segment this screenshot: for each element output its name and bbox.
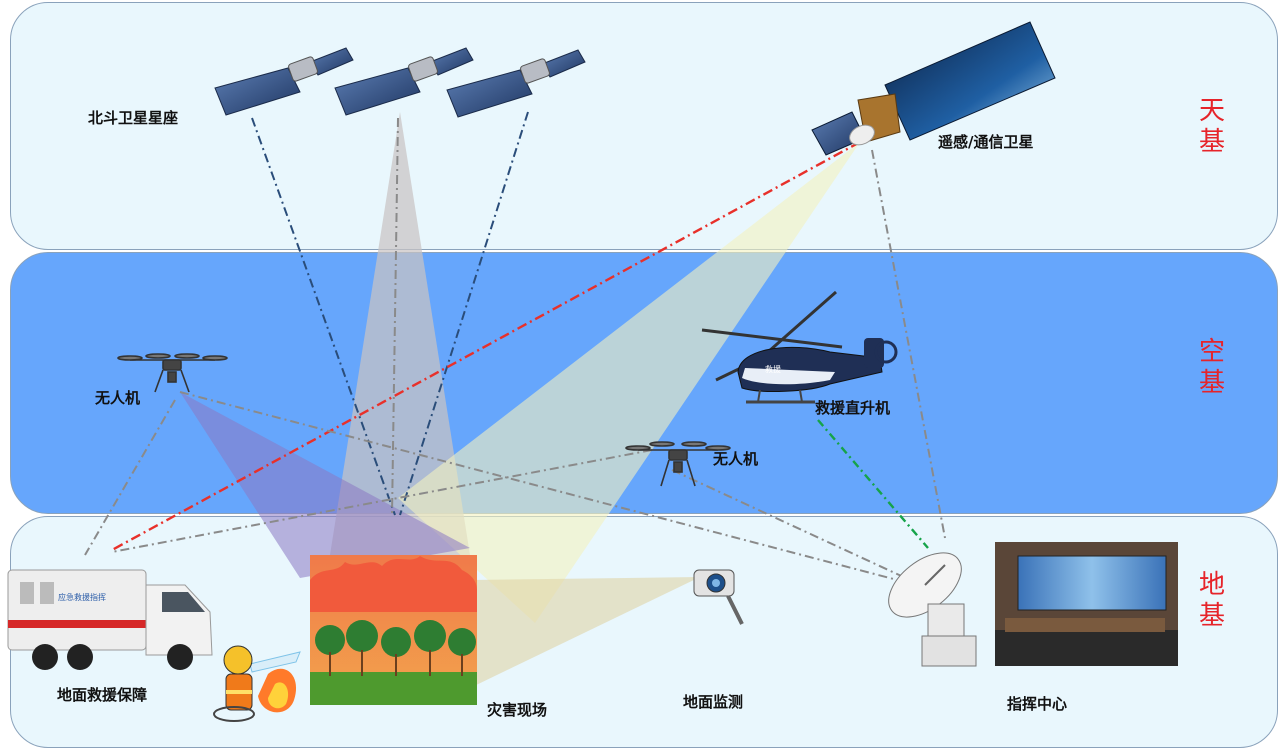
- tier-label-space-char1: 天: [1192, 96, 1232, 127]
- command-room: [995, 542, 1178, 666]
- tier-label-ground-char2: 基: [1192, 601, 1232, 632]
- rescue-vehicle: 应急救援指挥: [8, 570, 212, 670]
- tier-label-ground-char1: 地: [1192, 570, 1232, 601]
- label-remote-sensing-satellite: 遥感/通信卫星: [938, 131, 1033, 152]
- tier-label-air: 空 基: [1192, 337, 1232, 399]
- ground-monitor-camera: [694, 570, 742, 624]
- helicopter-mark: 救援: [765, 364, 781, 374]
- beidou-satellite-1: [215, 48, 353, 115]
- firefighter: [214, 646, 300, 721]
- satellite-dish: [877, 540, 976, 666]
- label-command-center: 指挥中心: [1007, 693, 1067, 714]
- disaster-scene: [310, 555, 477, 705]
- label-disaster-site: 灾害现场: [487, 699, 547, 720]
- label-ground-monitor: 地面监测: [683, 691, 743, 712]
- vehicle-sign: 应急救援指挥: [58, 592, 106, 602]
- tier-label-space-char2: 基: [1192, 127, 1232, 158]
- tier-label-air-char2: 基: [1192, 368, 1232, 399]
- label-beidou-constellation: 北斗卫星星座: [88, 107, 178, 128]
- tier-label-space: 天 基: [1192, 96, 1232, 158]
- label-ground-rescue: 地面救援保障: [57, 684, 147, 705]
- link-heli-command: [818, 420, 928, 548]
- tier-label-air-char1: 空: [1192, 337, 1232, 368]
- label-rescue-helicopter: 救援直升机: [815, 397, 890, 418]
- beidou-satellite-2: [335, 48, 473, 115]
- label-drone-center: 无人机: [713, 448, 758, 469]
- link-drone2-command: [672, 470, 910, 580]
- tier-label-ground: 地 基: [1192, 570, 1232, 632]
- label-drone-left: 无人机: [95, 387, 140, 408]
- beam-ground-monitor: [470, 577, 700, 688]
- link-drone-vehicle: [85, 400, 175, 555]
